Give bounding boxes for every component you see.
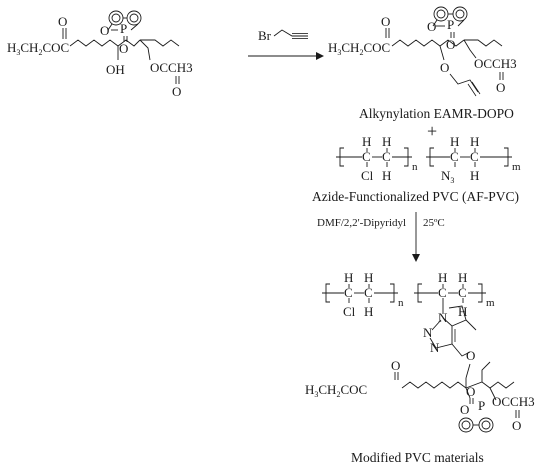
product1-alkynylated: O P O H3CH2COC O O OCCH3 O Alkynylation … (328, 6, 517, 121)
reactant-acetate-o: O (172, 84, 181, 99)
reagent-br-label: Br (258, 28, 272, 43)
reactant-phosphorus-label: P (120, 21, 127, 36)
pvc-azide: N3 (441, 168, 454, 185)
product2-h4: H (458, 270, 467, 285)
pvc-c2: C (382, 149, 391, 164)
product2-acetate: OCCH3 (492, 394, 535, 409)
product1-ester-label: H3CH2COC (328, 40, 390, 57)
triazole-ring: N N N (423, 305, 467, 355)
reactant-carbonyl-o: O (58, 14, 67, 29)
triazole-n1: N (438, 310, 448, 325)
pvc-m-subscript: m (512, 161, 521, 173)
product2-cl: Cl (343, 304, 356, 319)
reactant-acetate: OCCH3 (150, 60, 193, 75)
product2-c2: C (364, 285, 373, 300)
product1-acetate-o: O (496, 80, 505, 95)
product2-phosphorus-label: P (478, 398, 485, 413)
conditions-reagents: DMF/2,2'-Dipyridyl (317, 217, 406, 229)
pvc-c4: C (470, 149, 479, 164)
product2-ether-o: O (466, 348, 475, 363)
reactant-hydroxyl: OH (106, 62, 125, 77)
product2-c1: C (344, 285, 353, 300)
reactant-p-oxygen-label: O (119, 41, 128, 56)
triazole-n3: N (430, 340, 440, 355)
product1-acetate: OCCH3 (474, 56, 517, 71)
product2-acetate-o: O (512, 418, 521, 433)
plus-sign: + (427, 121, 437, 141)
product2-caption: Modified PVC materials (351, 450, 484, 465)
pvc-c3: C (450, 149, 459, 164)
pvc-cl: Cl (361, 168, 374, 183)
product2-modified-pvc: C C C C H H H H Cl H H n m N N N (305, 270, 535, 465)
product2-ester-label: H3CH2COC (305, 382, 367, 399)
pvc-h1: H (362, 134, 371, 149)
product2-p-oxygen: O (466, 384, 475, 399)
pvc-h3: H (450, 134, 459, 149)
product1-p-oxygen: O (446, 37, 455, 52)
product2-c4: C (458, 285, 467, 300)
pvc-h6: H (470, 168, 479, 183)
reactant-oxygen-label: O (100, 23, 109, 38)
pvc-h2: H (382, 134, 391, 149)
af-pvc: C C C C H H H H Cl H H N3 n m Azide-Func… (312, 134, 521, 204)
product1-dopo-ring (432, 6, 468, 27)
pvc-n-subscript: n (412, 161, 418, 173)
reactant-ester-label: H3CH2COC (7, 40, 69, 57)
product2-n-subscript: n (398, 297, 404, 309)
product2-oxygen-label: O (460, 402, 469, 417)
product1-caption: Alkynylation EAMR-DOPO (359, 106, 514, 121)
product2-c3: C (438, 285, 447, 300)
pvc-h4: H (470, 134, 479, 149)
reagent-propargyl-bromide: Br (258, 28, 308, 43)
triazole-n2: N (423, 325, 433, 340)
product2-dopo-ring (458, 417, 494, 433)
product2-carbonyl-o: O (391, 358, 400, 373)
product2-h6: H (458, 304, 467, 319)
product2-h5: H (364, 304, 373, 319)
product1-oxygen-label: O (427, 19, 436, 34)
conditions-temperature: 25ºC (423, 217, 445, 229)
product2-m-subscript: m (486, 297, 495, 309)
pvc-c1: C (362, 149, 371, 164)
product1-carbonyl-o: O (381, 14, 390, 29)
af-pvc-caption: Azide-Functionalized PVC (AF-PVC) (312, 189, 519, 204)
pvc-h5: H (382, 168, 391, 183)
reaction-arrow-2 (412, 212, 420, 262)
reactant-eamr-dopo: O P O H3CH2COC O OH OCCH3 O (7, 10, 193, 99)
reaction-arrow-1 (248, 52, 324, 60)
product2-h2: H (364, 270, 373, 285)
product1-ether-o: O (440, 60, 449, 75)
product1-phosphorus-label: P (447, 17, 454, 32)
product2-h1: H (344, 270, 353, 285)
product2-h3: H (438, 270, 447, 285)
dopo-ring-group (107, 10, 142, 31)
